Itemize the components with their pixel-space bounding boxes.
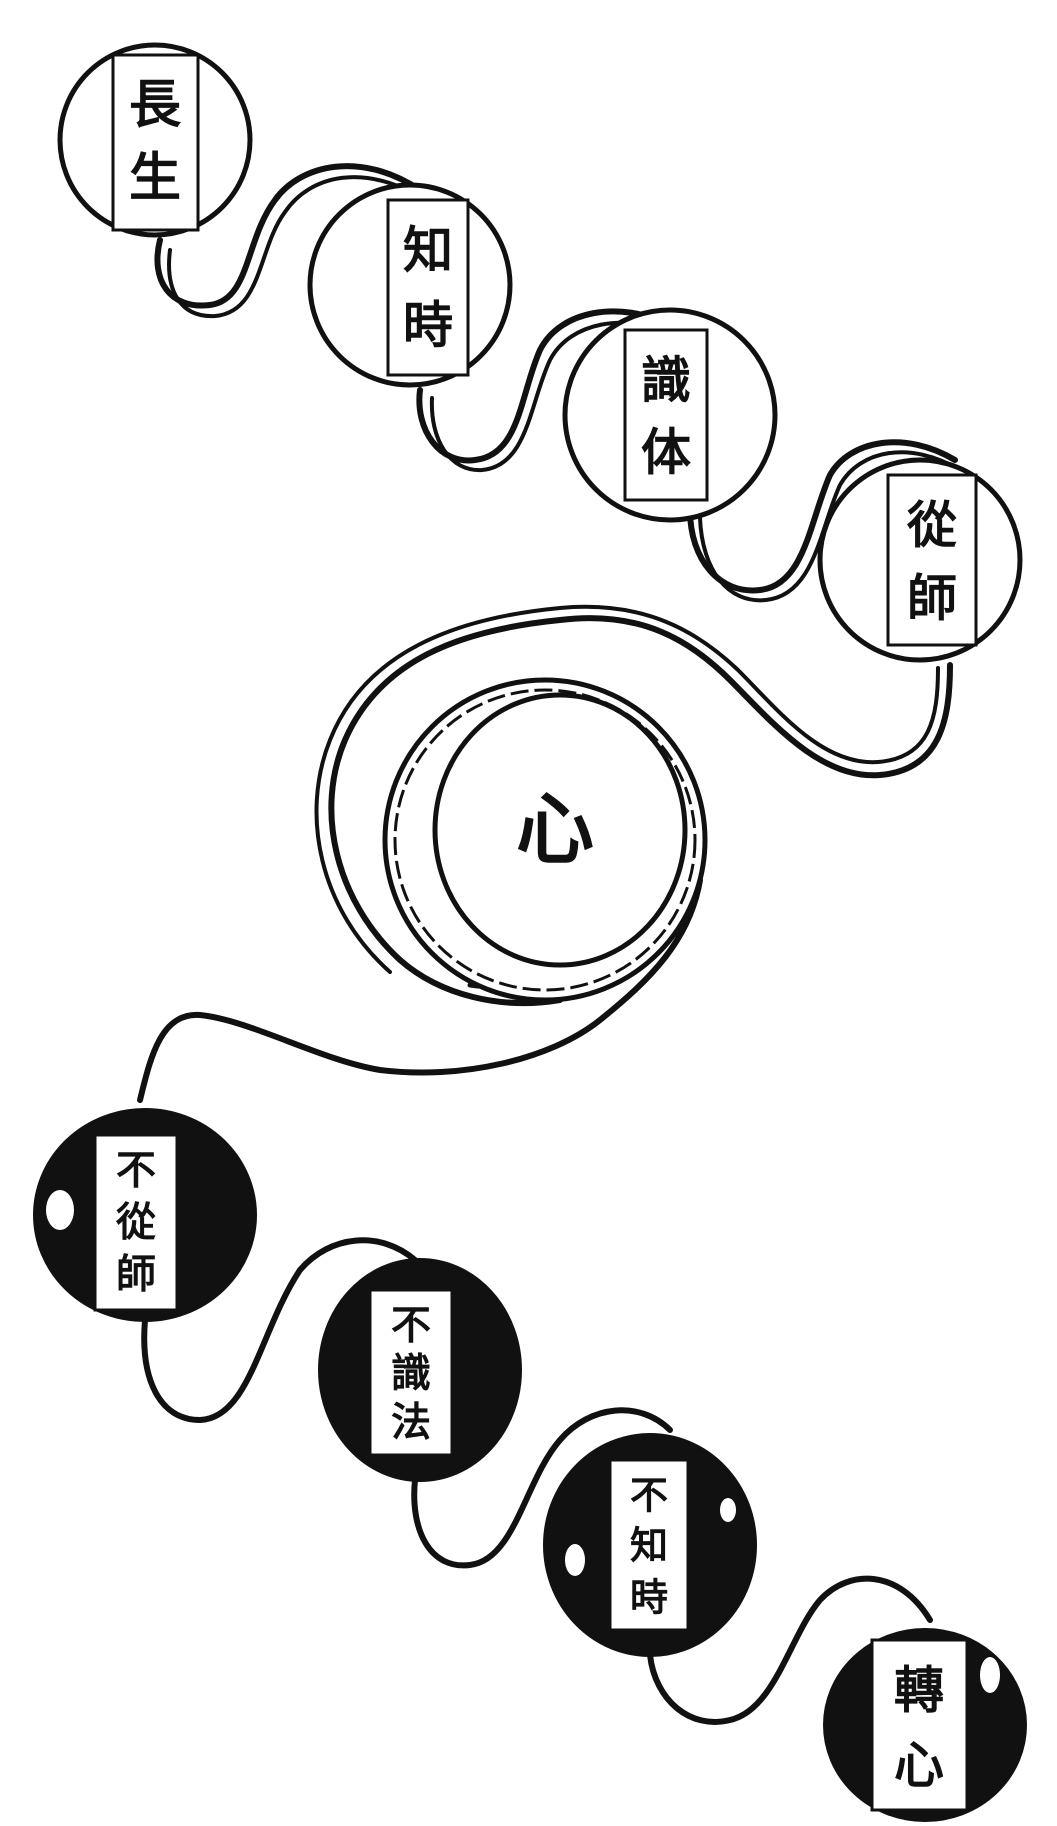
upper-node-2: 知 時 xyxy=(307,182,513,388)
string-center-to-lower xyxy=(137,877,703,1103)
string-to-center-outer-2 xyxy=(314,604,940,974)
lower-node-4-speck xyxy=(980,1657,1000,1693)
string-2-3-inner xyxy=(429,320,678,473)
upper-node-1: 長 生 xyxy=(57,42,253,238)
string-7-8 xyxy=(647,1575,933,1725)
lower-node-3-tag xyxy=(608,1458,690,1632)
upper-node-3-char-2: 体 xyxy=(641,423,691,482)
upper-node-2-char-2: 時 xyxy=(403,296,453,355)
upper-node-3-tag xyxy=(623,328,709,502)
lower-node-2: 不 識 法 xyxy=(318,1258,522,1482)
lower-node-4-char-2: 心 xyxy=(894,1736,944,1795)
lower-node-4-tag xyxy=(870,1638,969,1812)
lower-node-1-tag xyxy=(93,1133,179,1312)
lower-node-3-char-1: 不 xyxy=(630,1473,668,1518)
string-6-7 xyxy=(411,1407,673,1569)
upper-node-1-char-1: 長 xyxy=(129,75,182,136)
string-3-4-inner xyxy=(698,450,962,603)
lower-node-4-char-1: 轉 xyxy=(894,1661,944,1720)
string-5-6 xyxy=(141,1237,418,1423)
center-connectors xyxy=(137,604,953,1103)
lower-node-4: 轉 心 xyxy=(823,1628,1027,1822)
lower-node-3-speck-1 xyxy=(565,1544,585,1576)
lower-node-1: 不 從 師 xyxy=(33,1108,257,1322)
lower-node-1-char-1: 不 xyxy=(116,1147,156,1194)
lower-node-3: 不 知 時 xyxy=(543,1433,757,1657)
string-to-center-outer xyxy=(328,615,953,1007)
upper-connectors xyxy=(154,163,962,603)
string-2-3 xyxy=(416,308,673,464)
heart-inner-ring xyxy=(432,692,688,968)
string-1-2 xyxy=(154,163,423,309)
upper-node-3-char-1: 識 xyxy=(641,351,691,410)
upper-node-4: 從 師 xyxy=(817,457,1023,663)
heart-node: 心 xyxy=(382,677,708,1003)
lower-node-2-char-2: 識 xyxy=(391,1350,431,1397)
lower-node-3-char-2: 知 xyxy=(630,1523,668,1568)
upper-node-1-tag xyxy=(111,53,200,232)
upper-node-2-char-1: 知 xyxy=(403,221,453,280)
upper-node-4-tag xyxy=(886,473,978,647)
lower-node-3-char-3: 時 xyxy=(630,1575,668,1620)
string-1-2-inner xyxy=(167,175,427,319)
upper-node-4-char-1: 從 xyxy=(906,496,957,555)
upper-node-3: 識 体 xyxy=(562,307,778,523)
lower-node-1-char-3: 師 xyxy=(116,1251,156,1298)
lower-node-2-tag xyxy=(368,1288,454,1457)
lower-node-3-speck-2 xyxy=(720,1498,736,1522)
upper-node-4-char-2: 師 xyxy=(907,569,957,628)
lower-node-2-char-3: 法 xyxy=(391,1399,431,1446)
upper-node-2-tag xyxy=(386,198,470,377)
lower-node-1-highlight xyxy=(46,1190,74,1230)
upper-node-1-char-2: 生 xyxy=(129,148,181,209)
lower-connectors xyxy=(141,1237,933,1725)
lower-node-2-char-1: 不 xyxy=(391,1302,431,1349)
heart-label: 心 xyxy=(516,785,594,876)
lower-node-1-char-2: 從 xyxy=(115,1199,156,1246)
